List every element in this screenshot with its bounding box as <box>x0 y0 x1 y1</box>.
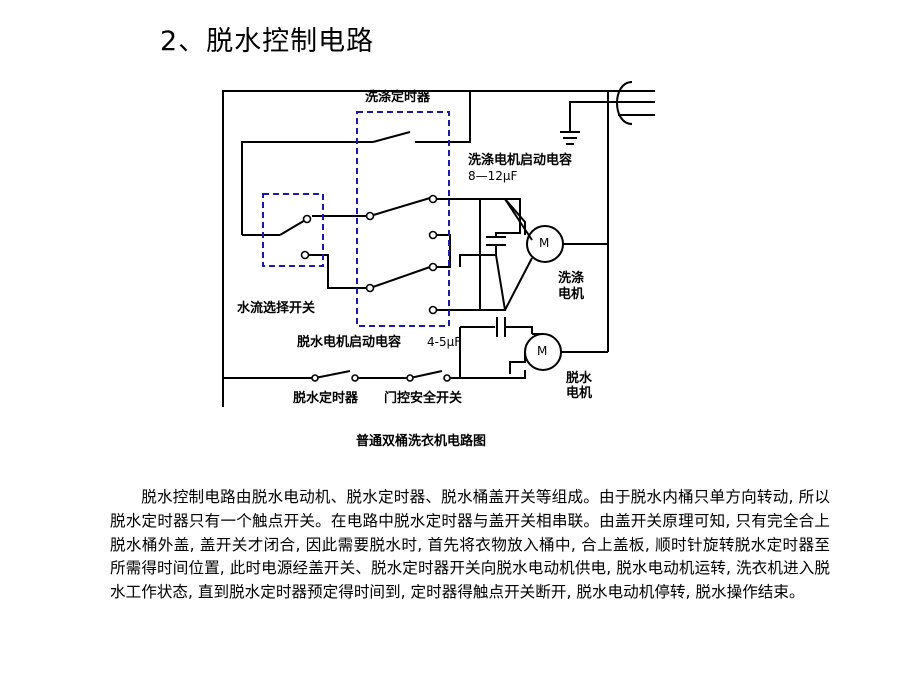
wire-timer-top <box>241 141 373 235</box>
wash-capacitor-label: 洗涤电机启动电容 <box>468 153 573 168</box>
wash-timer-switch-low <box>369 266 431 289</box>
wash-timer-switch-top <box>372 131 411 143</box>
wash-motor-label-2: 电机 <box>558 287 585 302</box>
wash-timer-box <box>356 111 450 327</box>
circuit-diagram: 洗涤定时器 洗涤电机启动电容 8—12μF 水流选择开关 脱水电机启动电容 4-… <box>160 62 720 467</box>
wash-motor-label-1: 洗涤 <box>558 271 585 286</box>
ground-wire <box>569 101 618 132</box>
diagram-caption: 普通双桶洗衣机电路图 <box>356 434 487 449</box>
wash-cap-wire <box>480 198 521 237</box>
spin-motor-label-1: 脱水 <box>566 371 593 386</box>
wash-motor-m: M <box>539 236 550 250</box>
water-selector-box <box>262 193 324 267</box>
water-selector-label: 水流选择开关 <box>237 301 316 316</box>
wash-timer-label: 洗涤定时器 <box>365 90 431 105</box>
wash-capacitor-value: 8—12μF <box>468 169 518 183</box>
slide-title: 2、脱水控制电路 <box>160 26 375 57</box>
circuit-schematic <box>222 81 655 407</box>
spin-motor-label-2: 电机 <box>566 386 593 401</box>
body-paragraph: 脱水控制电路由脱水电动机、脱水定时器、脱水桶盖开关等组成。由于脱水内桶只单方向转… <box>110 488 830 602</box>
wire-top-main <box>222 90 620 407</box>
door-switch <box>409 370 443 379</box>
spin-capacitor-value: 4-5μF <box>427 335 462 349</box>
spin-timer-label: 脱水定时器 <box>293 391 359 406</box>
spin-timer-switch <box>314 370 351 379</box>
door-switch-label: 门控安全开关 <box>384 391 463 406</box>
water-selector-blade <box>279 218 308 236</box>
wash-timer-switch-mid <box>369 197 431 217</box>
spin-capacitor-label: 脱水电机启动电容 <box>297 335 402 350</box>
spin-motor-m: M <box>537 344 548 358</box>
